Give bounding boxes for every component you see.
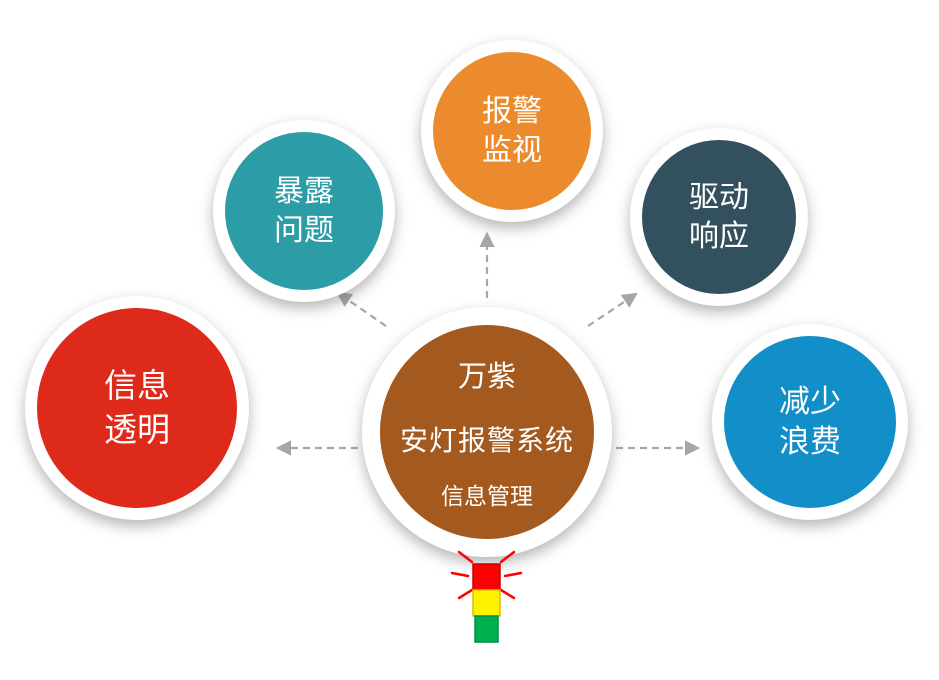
andon-yellow-lamp [472,589,501,617]
circle-label-line: 浪费 [779,424,841,460]
circle-label-line: 驱动 [689,180,749,215]
center-title-line2: 安灯报警系统 [399,424,574,457]
andon-red-lamp [472,563,501,591]
center-title-line3: 信息管理 [441,484,533,510]
center-title-line1: 万紫 [457,359,516,393]
arrow-to-expose-problems [336,291,387,327]
circle-label-line: 报警 [482,94,542,129]
circle-label-line: 信息 [104,366,170,406]
circle-label-line: 暴露 [274,174,334,209]
circle-label-line: 问题 [274,213,334,248]
andon-light-icon [450,550,523,643]
circle-label-line: 透明 [104,410,170,449]
circle-reduce-waste: 减少 浪费 [712,324,908,520]
circle-label-line: 监视 [482,133,542,168]
circle-alarm-monitoring: 报警 监视 [421,40,603,222]
circle-drive-response: 驱动 响应 [630,128,808,306]
arrow-to-drive-response [587,292,638,327]
light-rays [450,550,523,600]
circle-info-transparency: 信息 透明 [25,296,249,520]
circle-label-line: 减少 [779,383,841,420]
circle-expose-problems: 暴露 问题 [213,120,395,302]
andon-green-lamp [474,615,499,643]
arrow-group [275,231,701,456]
circle-label-line: 响应 [689,219,749,254]
circle-center-andon-system: 万紫 安灯报警系统 信息管理 [362,307,612,557]
